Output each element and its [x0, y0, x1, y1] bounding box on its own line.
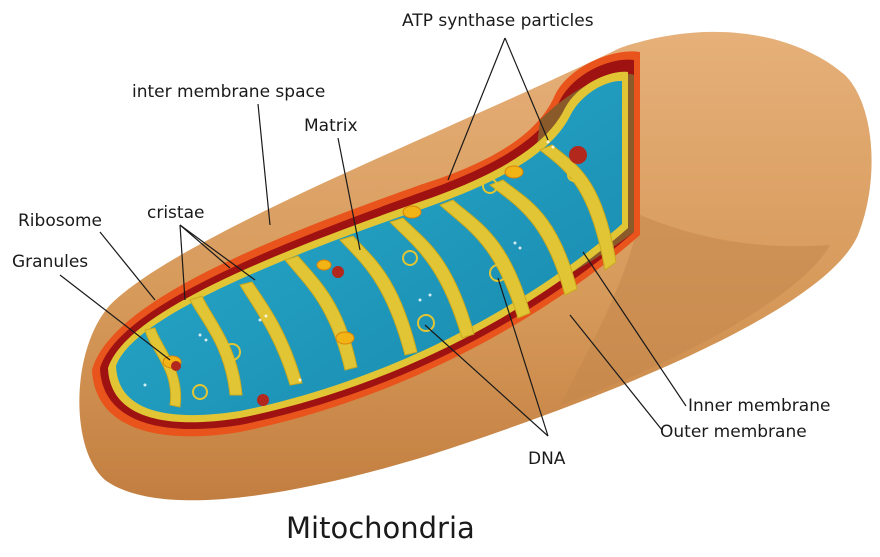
diagram-title: Mitochondria [286, 511, 475, 545]
outer-membrane-label: Outer membrane [660, 422, 807, 442]
dna-label: DNA [528, 449, 566, 469]
ribosome-label: Ribosome [18, 211, 102, 231]
inter-membrane-space-label: inter membrane space [132, 82, 325, 102]
cristae-label: cristae [147, 203, 204, 223]
matrix-label: Matrix [304, 116, 358, 136]
granules-label: Granules [12, 252, 88, 272]
inner-membrane-label: Inner membrane [688, 396, 830, 416]
atp-synthase-label: ATP synthase particles [402, 11, 594, 31]
